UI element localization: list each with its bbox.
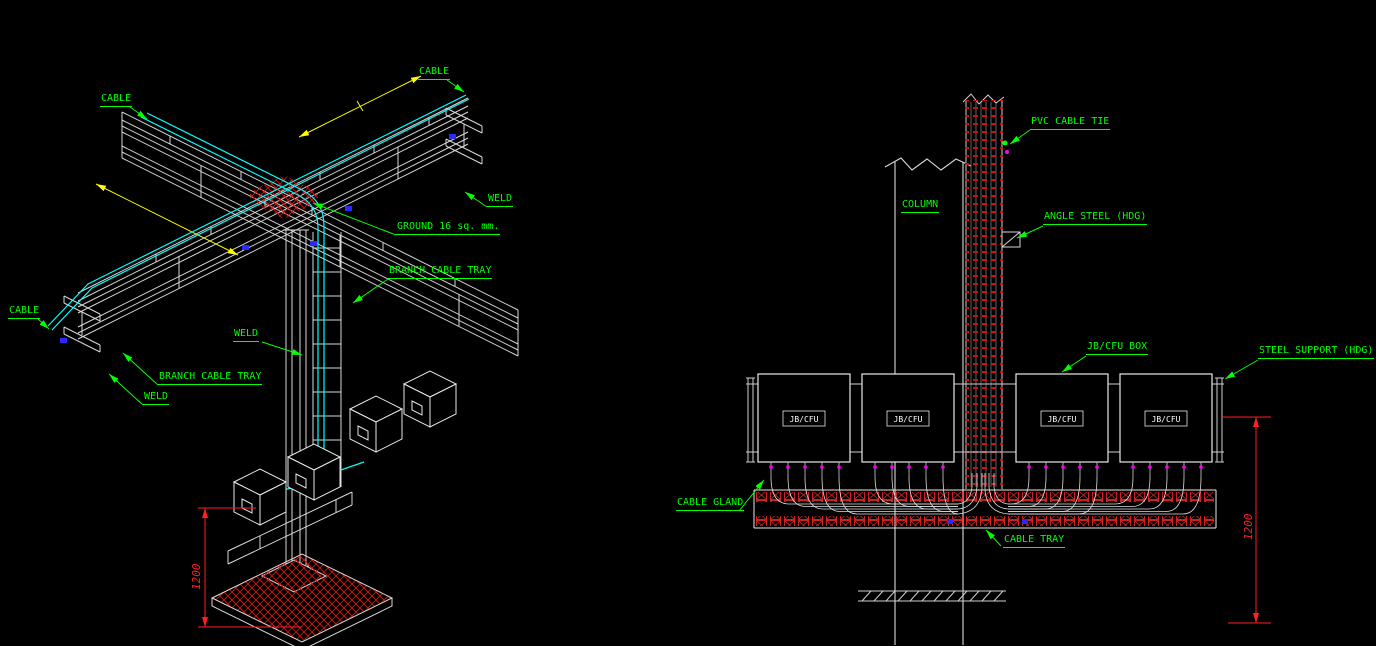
support-end-plate-left bbox=[746, 377, 755, 463]
dimension-text-left: 1200 bbox=[190, 563, 203, 591]
jb-cfu-plate-label: JB/CFU bbox=[894, 415, 923, 424]
leader-cable-gland bbox=[738, 479, 765, 512]
jb-cfu-box bbox=[861, 373, 955, 463]
junction-box bbox=[232, 468, 288, 526]
label-branch-tray-left: BRANCH CABLE TRAY bbox=[158, 371, 263, 385]
leader-jb-cfu-box bbox=[1061, 355, 1087, 373]
bundle-red-cable-marks bbox=[965, 100, 1003, 489]
tray-red-rung-blocks bbox=[756, 492, 1214, 502]
support-end-plate-right bbox=[1215, 377, 1224, 463]
beam-end-section-southwest bbox=[63, 295, 101, 353]
dimension-text-right: 1200 bbox=[1242, 513, 1255, 541]
leader-cable-left bbox=[37, 318, 50, 330]
junction-box bbox=[348, 395, 404, 453]
leader-weld-left bbox=[108, 373, 144, 406]
dimension-1200-right bbox=[1222, 416, 1271, 624]
angle-steel-bracket bbox=[1001, 231, 1021, 248]
tray-clamp-marks bbox=[947, 519, 1028, 524]
label-branch-tray-right: BRANCH CABLE TRAY bbox=[388, 265, 493, 279]
cable-gland-row bbox=[769, 462, 1203, 477]
cable-curves-in-tray bbox=[770, 473, 1202, 515]
leader-branch-tray-left bbox=[122, 352, 159, 386]
label-pvc-cable-tie: PVC CABLE TIE bbox=[1030, 116, 1111, 130]
leader-weld-mid bbox=[261, 341, 303, 356]
jb-cfu-box bbox=[1015, 373, 1109, 463]
leader-steel-support bbox=[1224, 359, 1259, 380]
leader-angle-steel bbox=[1016, 225, 1044, 239]
jb-cfu-box bbox=[757, 373, 851, 463]
jb-cfu-boxes: JB/CFU JB/CFU JB/CFU JB/CFU bbox=[757, 373, 1213, 463]
leader-cable-top-right bbox=[446, 79, 465, 93]
jb-cfu-box bbox=[1119, 373, 1213, 463]
junction-boxes bbox=[232, 370, 458, 526]
label-cable-top-left: CABLE bbox=[100, 93, 133, 107]
label-cable-tray: CABLE TRAY bbox=[1003, 534, 1066, 548]
right-elevation-detail: JB/CFU JB/CFU JB/CFU JB/CFU bbox=[738, 93, 1271, 645]
label-steel-support: STEEL SUPPORT (HDG) bbox=[1258, 345, 1375, 359]
leader-branch-tray-right bbox=[352, 278, 389, 304]
concrete-foundation bbox=[210, 553, 394, 646]
label-ground: GROUND 16 sq. mm. bbox=[396, 221, 501, 235]
beam-northeast-southwest bbox=[77, 97, 469, 340]
cable-clamp-marks bbox=[60, 134, 456, 343]
tie-magenta-dot bbox=[1005, 150, 1009, 154]
jb-cfu-plate-label: JB/CFU bbox=[790, 415, 819, 424]
label-weld-left: WELD bbox=[143, 391, 170, 405]
floor-beam bbox=[858, 590, 1006, 602]
yellow-dimensions bbox=[95, 75, 422, 256]
pvc-tie-marker bbox=[1002, 140, 1009, 154]
dimension-1200-left bbox=[198, 507, 302, 628]
leader-pvc-cable-tie bbox=[1009, 129, 1031, 145]
left-isometric-detail bbox=[37, 75, 519, 646]
leader-weld-right bbox=[464, 191, 488, 208]
leader-lines-right bbox=[738, 129, 1259, 547]
label-weld-right: WELD bbox=[487, 193, 514, 207]
vertical-cable-bundle bbox=[962, 93, 1005, 489]
tray-red-rung-blocks bbox=[756, 516, 1214, 526]
tray-crossing-red-hatch bbox=[250, 175, 318, 219]
jb-cfu-plate-label: JB/CFU bbox=[1152, 415, 1181, 424]
beam-end-section-northeast bbox=[445, 107, 483, 165]
tie-green-dot bbox=[1002, 140, 1008, 146]
label-jb-cfu-box: JB/CFU BOX bbox=[1086, 341, 1149, 355]
column-break-symbol bbox=[884, 157, 972, 171]
jb-cfu-plate-label: JB/CFU bbox=[1048, 415, 1077, 424]
label-cable-left: CABLE bbox=[8, 305, 41, 319]
box-mounting-channel bbox=[227, 491, 353, 565]
label-angle-steel: ANGLE STEEL (HDG) bbox=[1043, 211, 1148, 225]
label-cable-top-right: CABLE bbox=[418, 66, 451, 80]
leader-cable-tray bbox=[985, 529, 1002, 547]
steel-support-rails bbox=[746, 377, 1224, 463]
label-weld-mid: WELD bbox=[233, 328, 260, 342]
leader-ground bbox=[312, 202, 397, 236]
leader-cable-top-left bbox=[129, 106, 148, 120]
support-column bbox=[283, 229, 309, 567]
leader-lines-left bbox=[37, 79, 488, 406]
label-cable-gland: CABLE GLAND bbox=[676, 497, 745, 511]
label-column: COLUMN bbox=[901, 199, 940, 213]
junction-box bbox=[402, 370, 458, 428]
junction-box bbox=[286, 443, 342, 501]
